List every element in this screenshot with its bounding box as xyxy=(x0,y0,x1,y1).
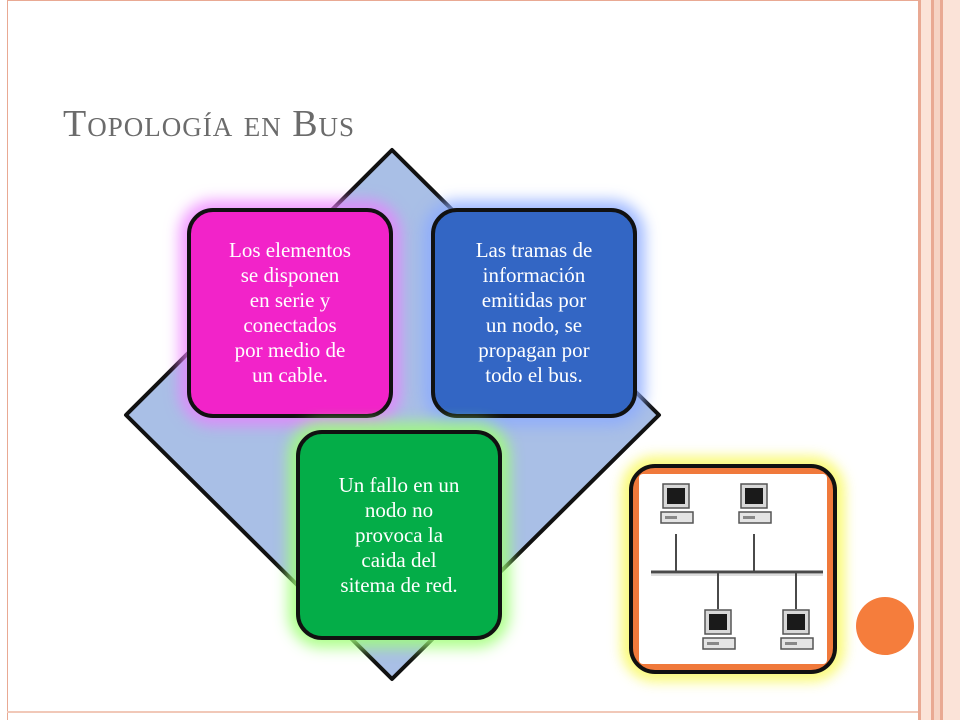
slide-title: Topología en Bus xyxy=(63,103,356,145)
computer-icon xyxy=(660,483,694,524)
right-band-stripe xyxy=(943,0,960,720)
box-node-failure: Un fallo en un nodo no provoca la caida … xyxy=(296,430,502,640)
right-band-stripe xyxy=(931,0,934,720)
text-line: por medio de xyxy=(234,338,346,362)
slide-frame xyxy=(7,0,920,720)
text-line: nodo no xyxy=(364,497,434,522)
right-band-stripe xyxy=(921,0,931,720)
box-serie-elements: Los elementos se disponen en serie y con… xyxy=(187,208,393,418)
text-line: Un fallo en un xyxy=(338,472,460,497)
text-line: Las tramas de xyxy=(475,238,593,262)
text-line: información xyxy=(482,263,586,287)
right-band-stripe xyxy=(918,0,921,720)
text-line: todo el bus. xyxy=(485,363,583,387)
text-line: en serie y xyxy=(249,288,331,312)
box-frames-propagate-text: Las tramas de información emitidas por u… xyxy=(476,238,593,388)
text-line: conectados xyxy=(243,313,337,337)
computer-icon xyxy=(738,483,772,524)
text-line: emitidas por xyxy=(481,288,587,312)
computer-icon xyxy=(702,609,736,650)
text-line: propagan por xyxy=(478,338,590,362)
text-line: sitema de red. xyxy=(340,572,458,597)
text-line: un nodo, se xyxy=(485,313,583,337)
bus-topology-picture-canvas xyxy=(639,474,827,664)
box-serie-elements-text: Los elementos se disponen en serie y con… xyxy=(229,238,351,388)
decorative-circle xyxy=(856,597,914,655)
computer-icon xyxy=(780,609,814,650)
text-line: un cable. xyxy=(252,363,328,387)
right-band-stripe xyxy=(940,0,943,720)
text-line: provoca la xyxy=(354,522,444,547)
bus-network-icon xyxy=(651,483,823,650)
text-line: caida del xyxy=(361,547,437,572)
box-frames-propagate: Las tramas de información emitidas por u… xyxy=(431,208,637,418)
text-line: Los elementos xyxy=(229,238,351,262)
right-band-stripe xyxy=(934,0,940,720)
text-line: se disponen xyxy=(240,263,340,287)
slide-frame-bottom xyxy=(7,711,920,713)
bus-topology-picture xyxy=(629,464,837,674)
box-node-failure-text: Un fallo en un nodo no provoca la caida … xyxy=(339,473,460,598)
